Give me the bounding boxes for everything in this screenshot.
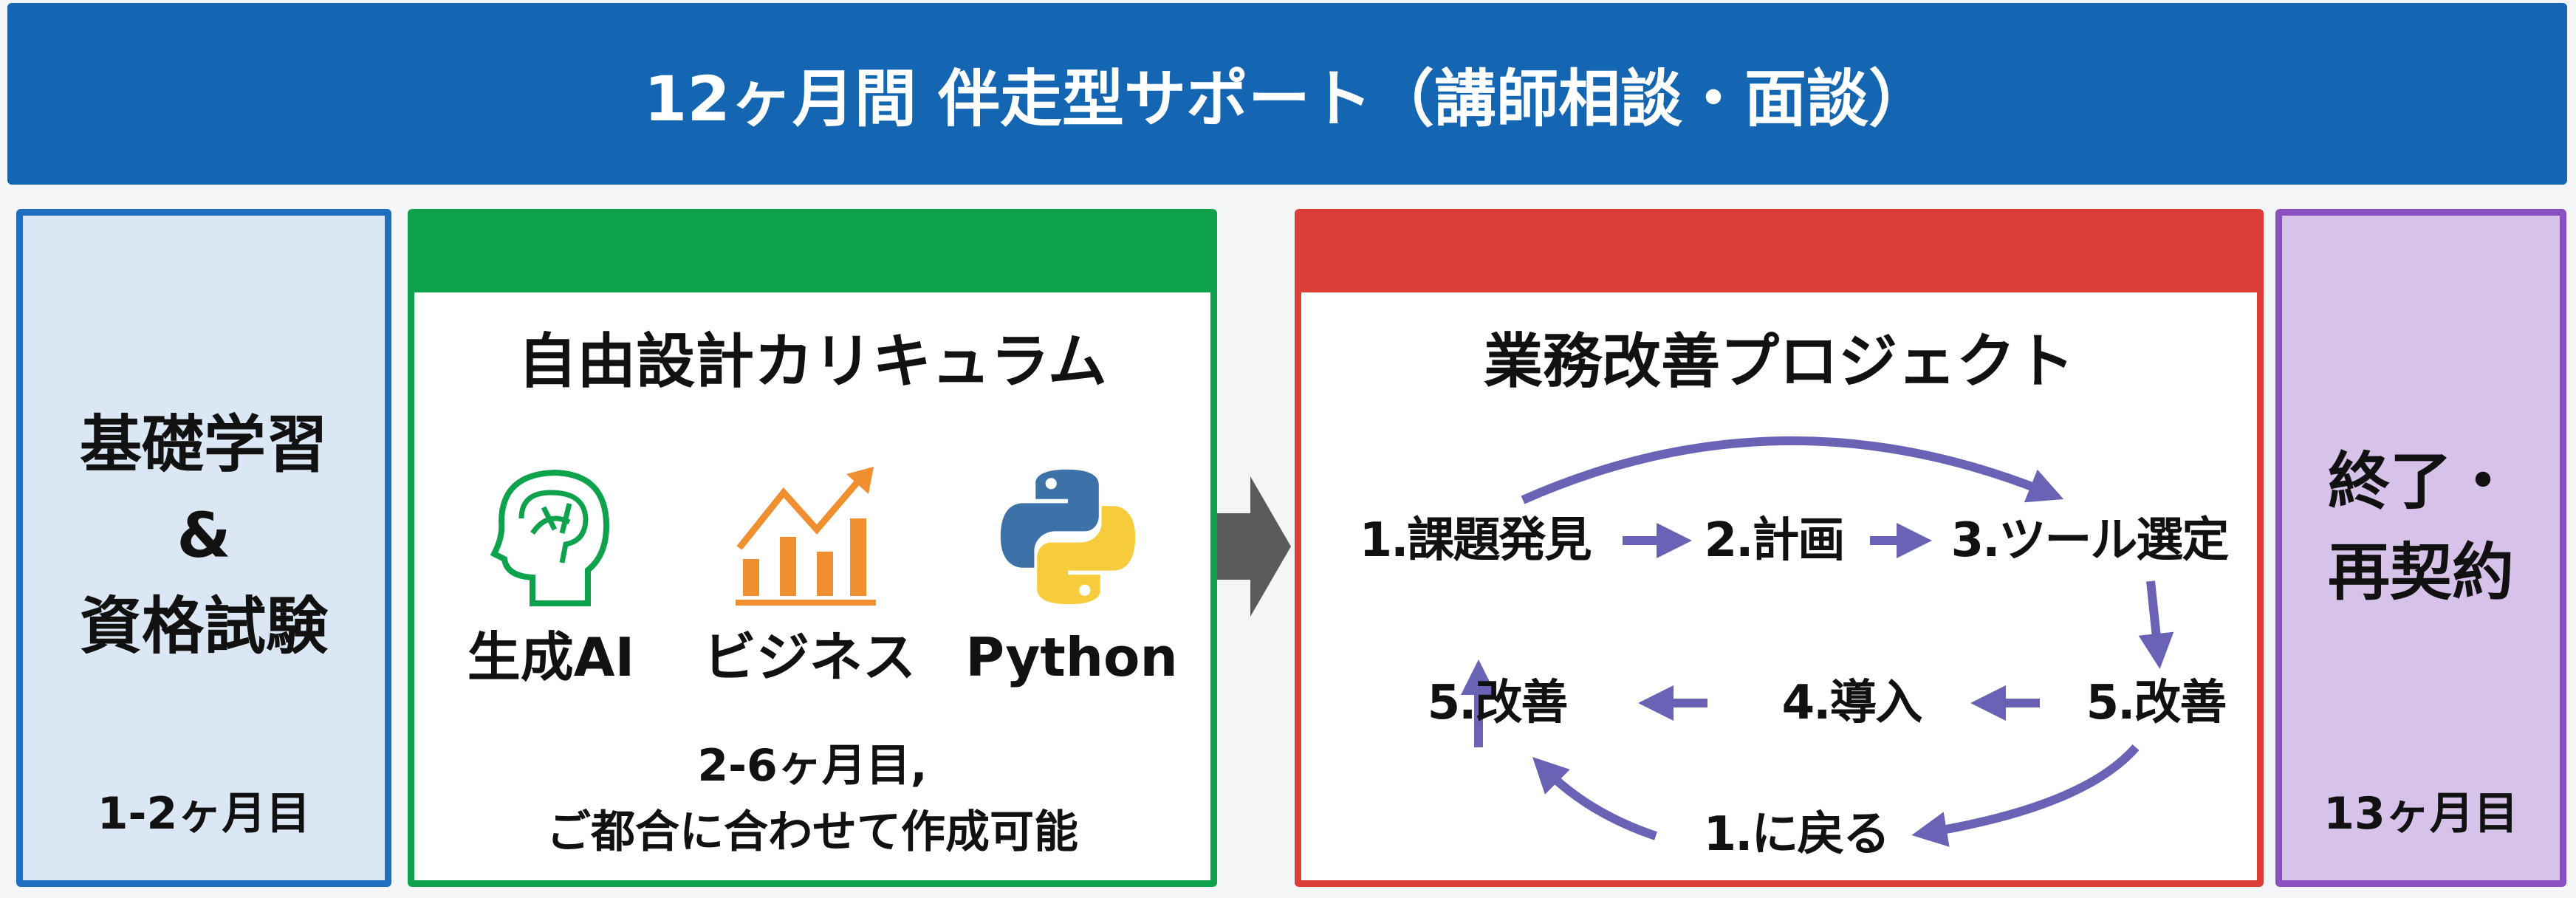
growth-chart-icon — [736, 467, 876, 606]
end-line-1: 終了・ — [2327, 445, 2514, 518]
curriculum-note-2: ご都合に合わせて作成可能 — [547, 806, 1078, 858]
header-banner: 12ヶ月間 伴走型サポート（講師相談・面談） — [7, 3, 2567, 185]
brain-head-icon — [490, 469, 610, 606]
curriculum-item-python: Python — [965, 626, 1178, 688]
curriculum-band — [414, 216, 1210, 292]
flow-arrow-icon — [1217, 476, 1291, 617]
step-introduce: 4.導入 — [1781, 676, 1923, 730]
header-title: 12ヶ月間 伴走型サポート（講師相談・面談） — [643, 62, 1931, 135]
step-plan: 2.計画 — [1704, 513, 1846, 568]
end-panel: 終了・ 再契約 13ヶ月目 — [2275, 209, 2566, 887]
arrow-return-to-5 — [1532, 757, 1657, 840]
arrow-1-to-3 — [1521, 436, 2064, 504]
curriculum-title: 自由設計カリキュラム — [518, 327, 1107, 396]
arrow-3-to-5 — [2138, 580, 2174, 669]
project-band — [1301, 216, 2257, 292]
project-title: 業務改善プロジェクト — [1484, 327, 2075, 396]
curriculum-note-1: 2-6ヶ月目, — [697, 740, 928, 792]
project-panel: 業務改善プロジェクト 1.課題発見 2.計画 3.ツール選定 5.改善 4.導入… — [1295, 209, 2264, 887]
step-issue-discovery: 1.課題発見 — [1359, 513, 1592, 568]
end-line-2: 再契約 — [2327, 536, 2514, 609]
cycle-arrows — [1461, 436, 2174, 847]
basics-line-2: & — [177, 499, 231, 572]
end-period: 13ヶ月目 — [2323, 788, 2518, 840]
step-return: 1.に戻る — [1703, 807, 1891, 862]
step-tool-selection: 3.ツール選定 — [1950, 513, 2230, 568]
curriculum-panel: 自由設計カリキュラム 生成AI ビジネス Python 2-6ヶ月目, ご都合に… — [408, 209, 1217, 887]
curriculum-item-business: ビジネス — [702, 626, 916, 688]
arrow-5-to-return — [1911, 744, 2140, 847]
basics-line-1: 基礎学習 — [79, 408, 328, 481]
basics-period: 1-2ヶ月目 — [97, 788, 311, 840]
step-improve-right: 5.改善 — [2086, 676, 2227, 730]
basics-line-3: 資格試験 — [79, 590, 328, 662]
curriculum-item-genai: 生成AI — [467, 626, 635, 688]
step-improve-left: 5.改善 — [1427, 676, 1569, 730]
python-logo-icon — [1000, 469, 1136, 605]
basics-panel: 基礎学習 & 資格試験 1-2ヶ月目 — [16, 209, 391, 887]
